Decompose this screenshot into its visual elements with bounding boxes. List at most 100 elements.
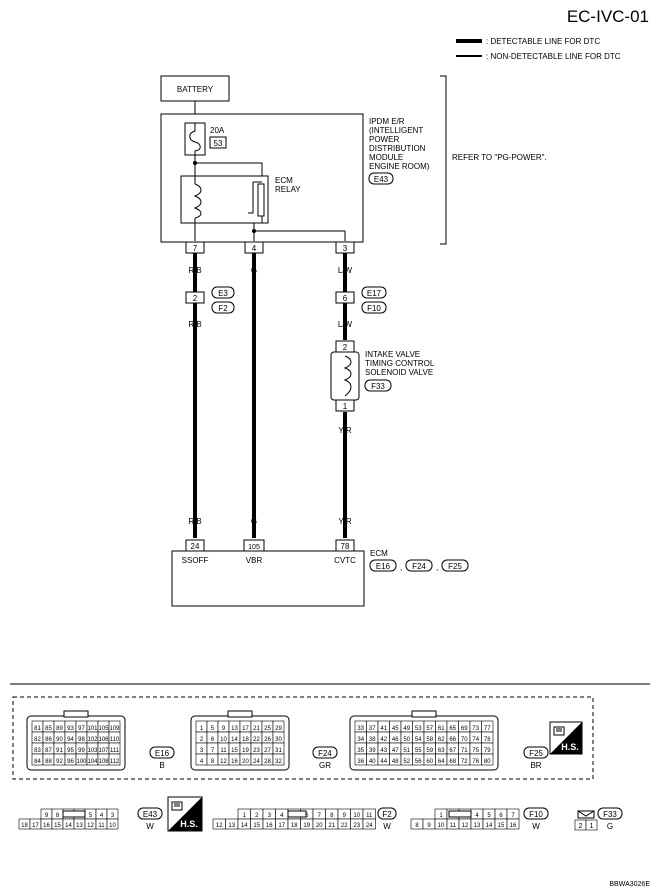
relay-box bbox=[180, 175, 269, 224]
connector-pin: 18 bbox=[291, 823, 298, 829]
ecm-pin-105: 105 VBR bbox=[243, 539, 265, 565]
connector-pin: 1 bbox=[243, 813, 247, 819]
connector-pin: 8 bbox=[56, 813, 60, 819]
legend-detectable: : DETECTABLE LINE FOR DTC bbox=[486, 37, 600, 46]
wire-label-rb-mid: R/B bbox=[188, 320, 201, 329]
connector-color: W bbox=[532, 822, 540, 831]
connector-pin: 107 bbox=[98, 748, 109, 754]
svg-text:F33: F33 bbox=[371, 382, 385, 391]
joint-connector-e3-f2: 2 E3 F2 bbox=[185, 286, 235, 314]
connector-pin: 18 bbox=[21, 823, 28, 829]
connector-pin: 5 bbox=[487, 813, 491, 819]
connector-pin: 8 bbox=[415, 823, 419, 829]
wire-label-lw-top: L/W bbox=[338, 266, 353, 275]
connector-pin: 35 bbox=[357, 748, 364, 754]
connector-pin: 20 bbox=[242, 759, 249, 765]
wire-label-g-top: G bbox=[251, 266, 257, 275]
connector-pin: 96 bbox=[67, 759, 74, 765]
svg-text:F2: F2 bbox=[218, 304, 228, 313]
wire-label-yr-mid: Y/R bbox=[338, 426, 352, 435]
connector-pin: 11 bbox=[98, 823, 105, 829]
connector-pin: 12 bbox=[462, 823, 469, 829]
connector-pin: 93 bbox=[67, 726, 74, 732]
connector-pin: 86 bbox=[45, 737, 52, 743]
joint-connector-e17-f10: 6 E17 F10 bbox=[335, 286, 387, 314]
connector-pin: 28 bbox=[264, 759, 271, 765]
connector-pin: 11 bbox=[366, 813, 373, 819]
connector-pin: 73 bbox=[472, 726, 479, 732]
svg-text:3: 3 bbox=[343, 244, 348, 253]
svg-text:F24: F24 bbox=[412, 562, 426, 571]
svg-text:1: 1 bbox=[343, 402, 348, 411]
svg-text:DISTRIBUTION: DISTRIBUTION bbox=[369, 144, 426, 153]
connector-pin: 71 bbox=[461, 748, 468, 754]
connector-pin: 51 bbox=[403, 748, 410, 754]
connector-pin: 9 bbox=[45, 813, 49, 819]
connector-pin: 3 bbox=[268, 813, 272, 819]
connector-pin: 25 bbox=[264, 726, 271, 732]
connector-pin: 17 bbox=[32, 823, 39, 829]
ecm-box bbox=[171, 550, 365, 607]
svg-text:POWER: POWER bbox=[369, 135, 399, 144]
connector-pin: 7 bbox=[511, 813, 515, 819]
connector-pin: 58 bbox=[426, 737, 433, 743]
svg-text:IPDM E/R: IPDM E/R bbox=[369, 117, 405, 126]
connector-pin: 41 bbox=[380, 726, 387, 732]
svg-text:F10: F10 bbox=[367, 304, 381, 313]
connector-pin: 13 bbox=[228, 823, 235, 829]
connector-pin: 80 bbox=[484, 759, 491, 765]
connector-pin: 47 bbox=[392, 748, 399, 754]
connector-pin: 38 bbox=[369, 737, 376, 743]
connector-pin: 2 bbox=[200, 737, 204, 743]
ecm-pin-24: 24 SSOFF bbox=[182, 539, 209, 565]
connector-pin: 109 bbox=[109, 726, 120, 732]
ecm-connectors: E16 , F24 , F25 bbox=[369, 559, 469, 572]
connector-pin: 30 bbox=[275, 737, 282, 743]
connector-color: G bbox=[607, 822, 613, 831]
connector-pin: 4 bbox=[100, 813, 104, 819]
connector-pin: 9 bbox=[427, 823, 431, 829]
connector-pin: 14 bbox=[231, 737, 238, 743]
relay-label: ECM RELAY bbox=[275, 176, 301, 194]
connector-pin: 98 bbox=[78, 737, 85, 743]
connector-symbol-icon bbox=[553, 726, 565, 736]
connector-pin: 59 bbox=[426, 748, 433, 754]
connector-pin: 2 bbox=[255, 813, 259, 819]
svg-text:H.S.: H.S. bbox=[561, 742, 579, 752]
connector-pin: 34 bbox=[357, 737, 364, 743]
connector-pin: 105 bbox=[98, 726, 109, 732]
connector-symbol-icon bbox=[171, 801, 183, 811]
connector-id: F33 bbox=[603, 810, 617, 819]
connector-pin: 67 bbox=[449, 748, 456, 754]
svg-text:105: 105 bbox=[248, 544, 260, 551]
connector-pin: 22 bbox=[341, 823, 348, 829]
ecm-label: ECM bbox=[370, 549, 388, 558]
connector-pin: 6 bbox=[499, 813, 503, 819]
connector-pin: 61 bbox=[438, 726, 445, 732]
connector-pin: 46 bbox=[392, 737, 399, 743]
connector-pin: 16 bbox=[510, 823, 517, 829]
connector-pin: 45 bbox=[392, 726, 399, 732]
connector-pin: 97 bbox=[78, 726, 85, 732]
connector-pin: 49 bbox=[403, 726, 410, 732]
connector-pin: 111 bbox=[110, 748, 120, 754]
svg-text:SSOFF: SSOFF bbox=[182, 556, 209, 565]
svg-text:SOLENOID VALVE: SOLENOID VALVE bbox=[365, 368, 433, 377]
connector-pin: 77 bbox=[484, 726, 491, 732]
connector-pin: 1 bbox=[590, 823, 594, 830]
connector-pin: 55 bbox=[415, 748, 422, 754]
connector-pin: 10 bbox=[438, 823, 445, 829]
connector-id: F25 bbox=[529, 749, 543, 758]
connector-pin: 100 bbox=[76, 759, 87, 765]
svg-text:TIMING CONTROL: TIMING CONTROL bbox=[365, 359, 435, 368]
connector-color: W bbox=[383, 822, 391, 831]
connector-pin: 24 bbox=[366, 823, 373, 829]
connector-pin: 12 bbox=[87, 823, 94, 829]
connector-pin: 14 bbox=[241, 823, 248, 829]
svg-text:6: 6 bbox=[343, 294, 348, 303]
connector-pin: 78 bbox=[484, 737, 491, 743]
connector-pin: 12 bbox=[216, 823, 223, 829]
connector-pin: 87 bbox=[45, 748, 52, 754]
